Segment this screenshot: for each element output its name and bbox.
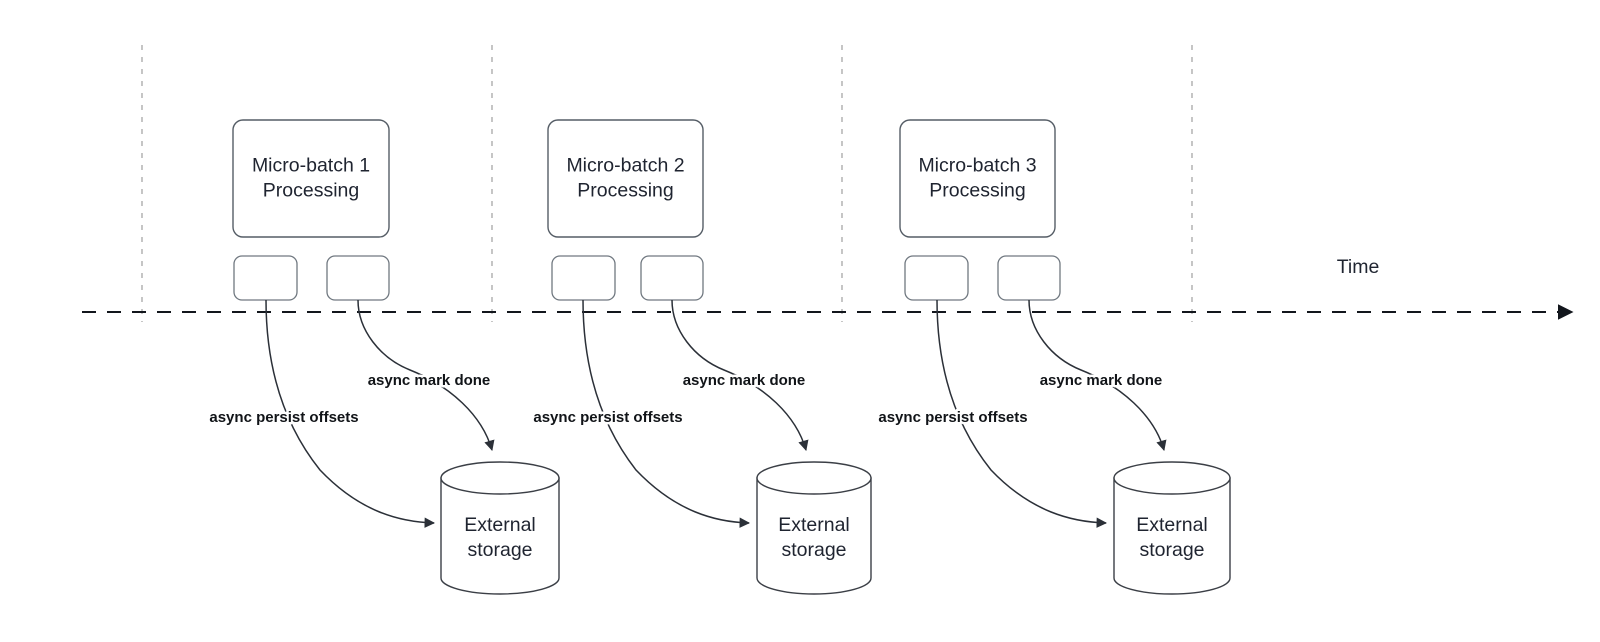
micro-batch-node-1[interactable]: Micro-batch 1 Processing [232, 119, 390, 238]
micro-batch-box[interactable] [547, 119, 704, 238]
edge-persist-offsets-1-label-halo: async persist offsets [209, 409, 358, 426]
timeline-gridlines [141, 45, 1193, 322]
micro-batch-title: Micro-batch 1 [252, 155, 370, 177]
cylinder-body [1113, 477, 1231, 595]
edge-mark-done-1 [357, 299, 495, 452]
edge-mark-done-3 [1028, 299, 1167, 452]
tick-markdone-3[interactable] [997, 255, 1061, 301]
edge-persist-offsets-2-label: async persist offsets [533, 409, 682, 426]
edge-mark-done-2-label: async mark done [683, 372, 806, 389]
external-storage-subtitle: storage [1139, 539, 1204, 561]
edge-persist-offsets-2 [582, 299, 751, 528]
external-storage-subtitle: storage [781, 539, 846, 561]
cylinder-top [756, 461, 872, 495]
edge-mark-done-2-label-halo: async mark done [683, 372, 806, 389]
edge-mark-done-3-label: async mark done [1040, 372, 1163, 389]
external-storage-title: External [778, 514, 850, 536]
tick-persist-1[interactable] [233, 255, 298, 301]
cylinder-top [440, 461, 560, 495]
edge-persist-offsets-3-label: async persist offsets [878, 409, 1027, 426]
time-axis: Time [82, 256, 1574, 320]
external-storage-node-3[interactable]: External storage [1113, 461, 1231, 595]
micro-batch-title: Micro-batch 2 [566, 155, 684, 177]
edge-mark-done-3-label-halo: async mark done [1040, 372, 1163, 389]
external-storage-node-1[interactable]: External storage [440, 461, 560, 595]
external-storage-title: External [1136, 514, 1208, 536]
micro-batch-title: Micro-batch 3 [918, 155, 1036, 177]
micro-batch-box[interactable] [232, 119, 390, 238]
edge-mark-done-1-label-halo: async mark done [368, 372, 491, 389]
edge-persist-offsets-1-label: async persist offsets [209, 409, 358, 426]
micro-batch-node-3[interactable]: Micro-batch 3 Processing [899, 119, 1056, 238]
edge-persist-offsets-2-label-halo: async persist offsets [533, 409, 682, 426]
tick-markdone-1[interactable] [326, 255, 390, 301]
cylinder-top [1113, 461, 1231, 495]
tick-persist-2[interactable] [551, 255, 616, 301]
external-storage-node-2[interactable]: External storage [756, 461, 872, 595]
micro-batch-box[interactable] [899, 119, 1056, 238]
micro-batch-subtitle: Processing [263, 180, 359, 202]
edge-persist-offsets-3-label-halo: async persist offsets [878, 409, 1027, 426]
edge-mark-done-2 [671, 299, 809, 452]
cylinder-body [440, 477, 560, 595]
micro-batch-subtitle: Processing [577, 180, 673, 202]
edge-persist-offsets-1 [265, 299, 436, 528]
edge-mark-done-1-label: async mark done [368, 372, 491, 389]
edge-persist-offsets-3 [936, 299, 1108, 528]
time-axis-label: Time [1337, 256, 1380, 278]
tick-persist-3[interactable] [904, 255, 969, 301]
cylinder-body [756, 477, 872, 595]
micro-batch-node-2[interactable]: Micro-batch 2 Processing [547, 119, 704, 238]
micro-batch-subtitle: Processing [929, 180, 1025, 202]
external-storage-title: External [464, 514, 536, 536]
external-storage-subtitle: storage [467, 539, 532, 561]
tick-markdone-2[interactable] [640, 255, 704, 301]
